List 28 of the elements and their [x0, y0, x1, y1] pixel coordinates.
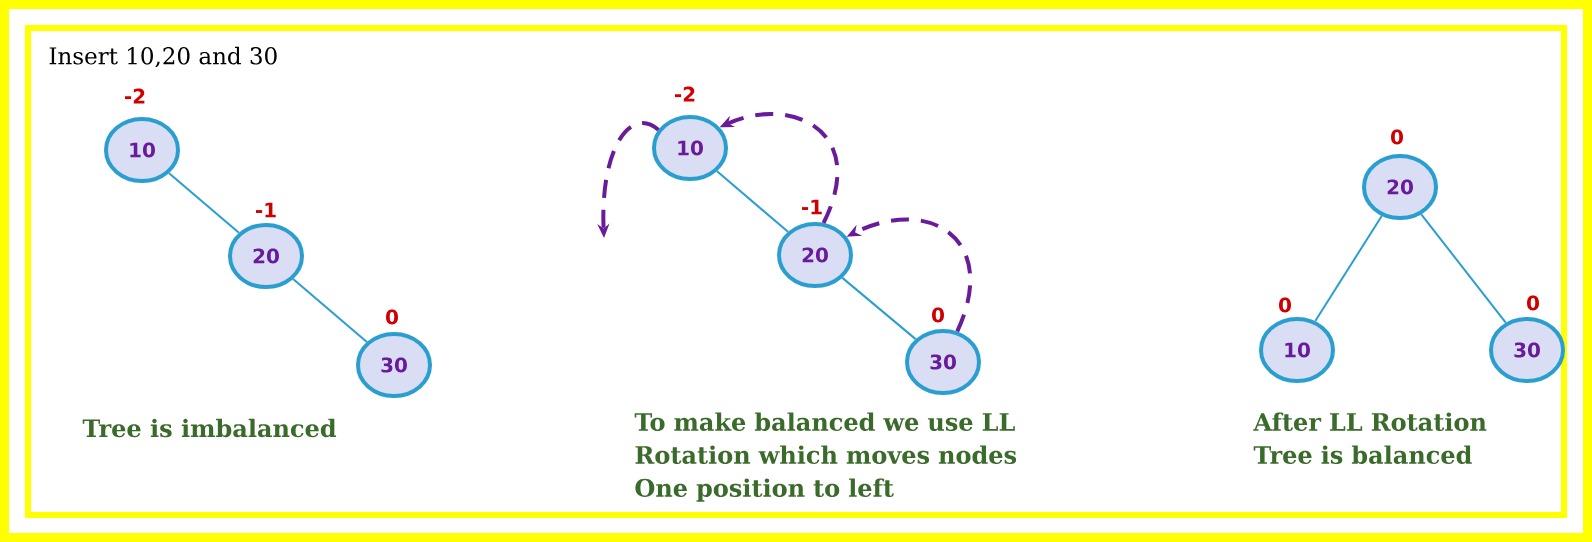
- balance-factor: 0: [386, 309, 398, 325]
- balance-factor: 0: [1279, 297, 1291, 313]
- tree-node: 20: [1362, 154, 1438, 220]
- tree-edge: [168, 172, 240, 234]
- heading: Insert 10,20 and 30: [49, 46, 277, 68]
- balance-factor: -1: [802, 199, 822, 215]
- balance-factor: 0: [932, 307, 944, 323]
- caption: Tree is imbalanced: [82, 418, 337, 438]
- tree-node: 10: [652, 115, 728, 181]
- balance-factor: -1: [256, 202, 276, 218]
- tree-node: 10: [104, 117, 180, 183]
- tree-node: 20: [228, 223, 304, 289]
- balance-factor: -2: [675, 86, 695, 102]
- tree-edge: [841, 276, 917, 341]
- balance-factor: 0: [1527, 295, 1539, 311]
- caption: After LL Rotation Tree is balanced: [1253, 412, 1487, 464]
- tree-node: 30: [905, 329, 981, 395]
- tree-node: 20: [777, 222, 853, 288]
- tree-node: 30: [356, 332, 432, 398]
- tree-node: 30: [1489, 317, 1565, 383]
- tree-edge: [1314, 214, 1383, 323]
- balance-factor: -2: [125, 88, 145, 104]
- tree-edge: [292, 278, 368, 343]
- tree-edge: [1420, 213, 1507, 324]
- tree-edge: [716, 170, 789, 233]
- tree-node: 10: [1259, 317, 1335, 383]
- balance-factor: 0: [1391, 129, 1403, 145]
- caption: To make balanced we use LL Rotation which moves nodes One position to left: [634, 412, 1017, 502]
